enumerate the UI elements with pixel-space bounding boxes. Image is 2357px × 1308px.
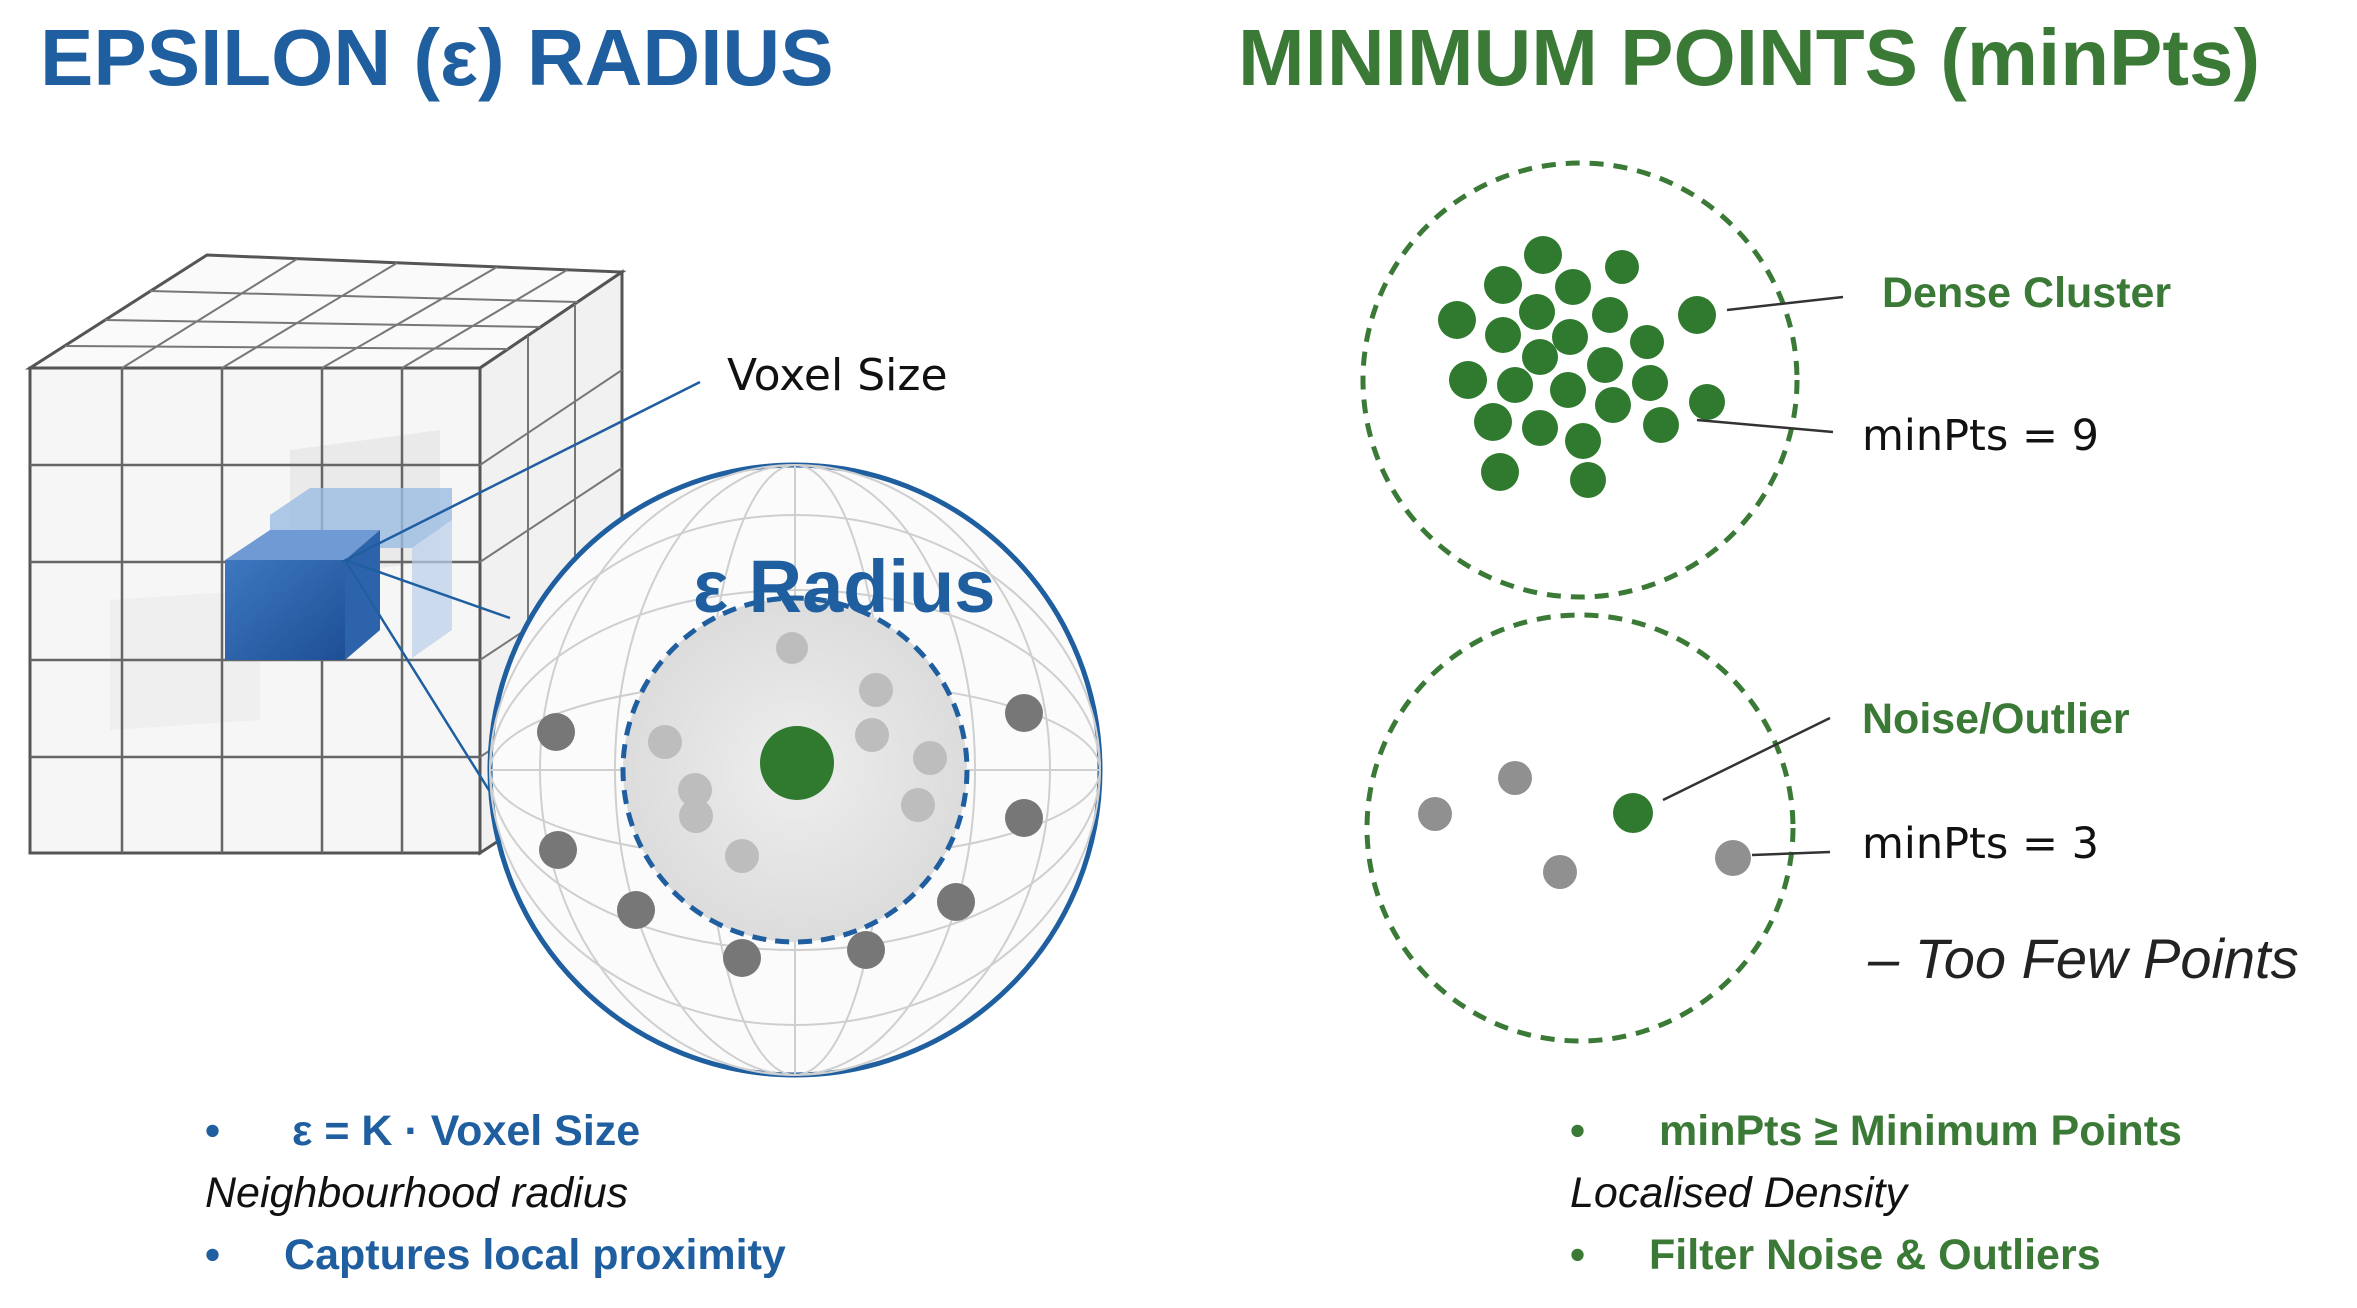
inner-point [648, 725, 682, 759]
outer-point [1005, 799, 1043, 837]
minpts-formula: minPts ≥ Minimum Points [1659, 1107, 2182, 1155]
bullet-marker: • [1570, 1107, 1586, 1155]
outer-point [847, 931, 885, 969]
noise-circle [1364, 612, 1796, 1044]
epsilon-radius-label: ε Radius [693, 545, 995, 628]
dense-cluster-label: Dense Cluster [1882, 269, 2171, 317]
epsilon-title: EPSILON (ε) RADIUS [40, 13, 834, 102]
noise-points [1418, 761, 1751, 889]
too-few-points-label: – Too Few Points [1867, 927, 2299, 990]
bullet-marker: • [205, 1231, 221, 1279]
localised-density-note: Localised Density [1570, 1169, 1908, 1217]
inner-point [901, 788, 935, 822]
epsilon-formula: ε = K · Voxel Size [292, 1107, 641, 1155]
noise-minpts-label: minPts = 3 [1862, 819, 2099, 869]
outer-point [537, 713, 575, 751]
zoom-connector-top [344, 558, 511, 620]
highlighted-voxel [225, 488, 452, 660]
voxel-size-leader [341, 380, 701, 564]
filter-noise: Filter Noise & Outliers [1649, 1231, 2101, 1279]
bullet-marker: • [205, 1107, 221, 1155]
epsilon-formula-line: • ε = K · Voxel Size [205, 1100, 786, 1162]
epsilon-outer-points [537, 694, 1043, 977]
epsilon-notes: • ε = K · Voxel Size Neighbourhood radiu… [205, 1100, 786, 1286]
minpts-formula-line: • minPts ≥ Minimum Points [1570, 1100, 2182, 1162]
noise-outlier-leader [1662, 716, 1831, 802]
noise-minpts-leader [1751, 850, 1831, 857]
noise-outlier-label: Noise/Outlier [1862, 695, 2130, 743]
inner-point [679, 799, 713, 833]
local-proximity-line: • Captures local proximity [205, 1224, 786, 1286]
zoom-connector-bottom [343, 559, 494, 796]
dense-minpts-leader [1696, 418, 1834, 434]
inner-point [859, 673, 893, 707]
inner-point [776, 632, 808, 664]
minpts-notes: • minPts ≥ Minimum Points Localised Dens… [1570, 1100, 2182, 1286]
outer-point [1005, 694, 1043, 732]
minpts-title: MINIMUM POINTS (minPts) [1238, 13, 2261, 102]
inner-point [855, 718, 889, 752]
inner-point [725, 839, 759, 873]
dense-cluster-points [1438, 236, 1725, 498]
dense-cluster-circle [1360, 160, 1800, 600]
outer-point [539, 831, 577, 869]
filter-noise-line: • Filter Noise & Outliers [1570, 1224, 2182, 1286]
local-proximity: Captures local proximity [284, 1231, 786, 1279]
bullet-marker: • [1570, 1231, 1586, 1279]
outer-point [723, 939, 761, 977]
noise-outlier-point [1613, 793, 1653, 833]
core-point [760, 726, 834, 800]
voxel-size-label: Voxel Size [727, 350, 948, 401]
dense-minpts-label: minPts = 9 [1862, 411, 2099, 461]
inner-point [678, 773, 712, 807]
dense-cluster-leader [1726, 295, 1844, 312]
outer-point [617, 891, 655, 929]
inner-point [913, 741, 947, 775]
neighbourhood-radius-note: Neighbourhood radius [205, 1169, 629, 1217]
epsilon-inner-points [648, 632, 947, 873]
outer-point [937, 883, 975, 921]
